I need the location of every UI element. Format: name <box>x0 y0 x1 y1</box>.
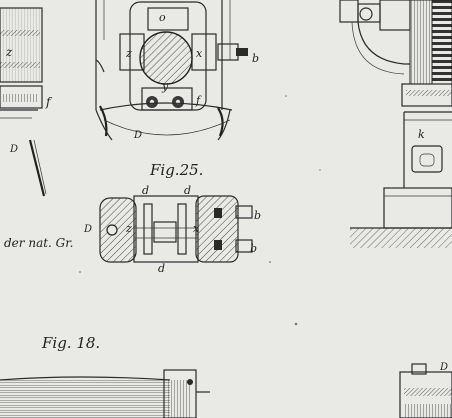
paper-specks <box>79 95 321 326</box>
label-D-fig25: D <box>83 224 92 235</box>
label-d-1: d <box>142 184 149 197</box>
label-D-top: D <box>133 130 142 141</box>
label-z-left: z <box>5 45 13 59</box>
label-x-fig25: x <box>193 222 200 235</box>
label-b-fig25-upper: b <box>254 209 261 222</box>
label-D-left: D <box>9 144 18 155</box>
label-D-bottom-right: D <box>439 362 448 373</box>
bottom-right-drawing <box>399 363 452 418</box>
top-center-drawing <box>95 0 248 141</box>
label-f-left: f <box>45 95 53 109</box>
left-chuck-drawing <box>0 7 47 197</box>
right-lathe-drawing <box>339 0 452 248</box>
label-b-top: b <box>252 52 259 65</box>
caption-fig-18: Fig. 18. <box>41 334 100 352</box>
figure-18-drawing <box>0 369 210 418</box>
label-d-3: d <box>158 262 165 275</box>
label-d-2: d <box>184 184 191 197</box>
label-o: o <box>159 11 166 24</box>
label-z-top: z <box>125 47 132 60</box>
scale-note: der nat. Gr. <box>4 236 74 250</box>
caption-fig-25: Fig.25. <box>149 161 203 179</box>
label-f-top: f <box>195 94 202 107</box>
label-x-top: x <box>196 47 203 60</box>
label-b-fig25-lower: b <box>250 242 257 255</box>
figure-25-drawing <box>99 195 253 263</box>
label-z-fig25: z <box>125 222 132 235</box>
label-y: y <box>161 80 169 93</box>
label-k: k <box>418 128 425 141</box>
